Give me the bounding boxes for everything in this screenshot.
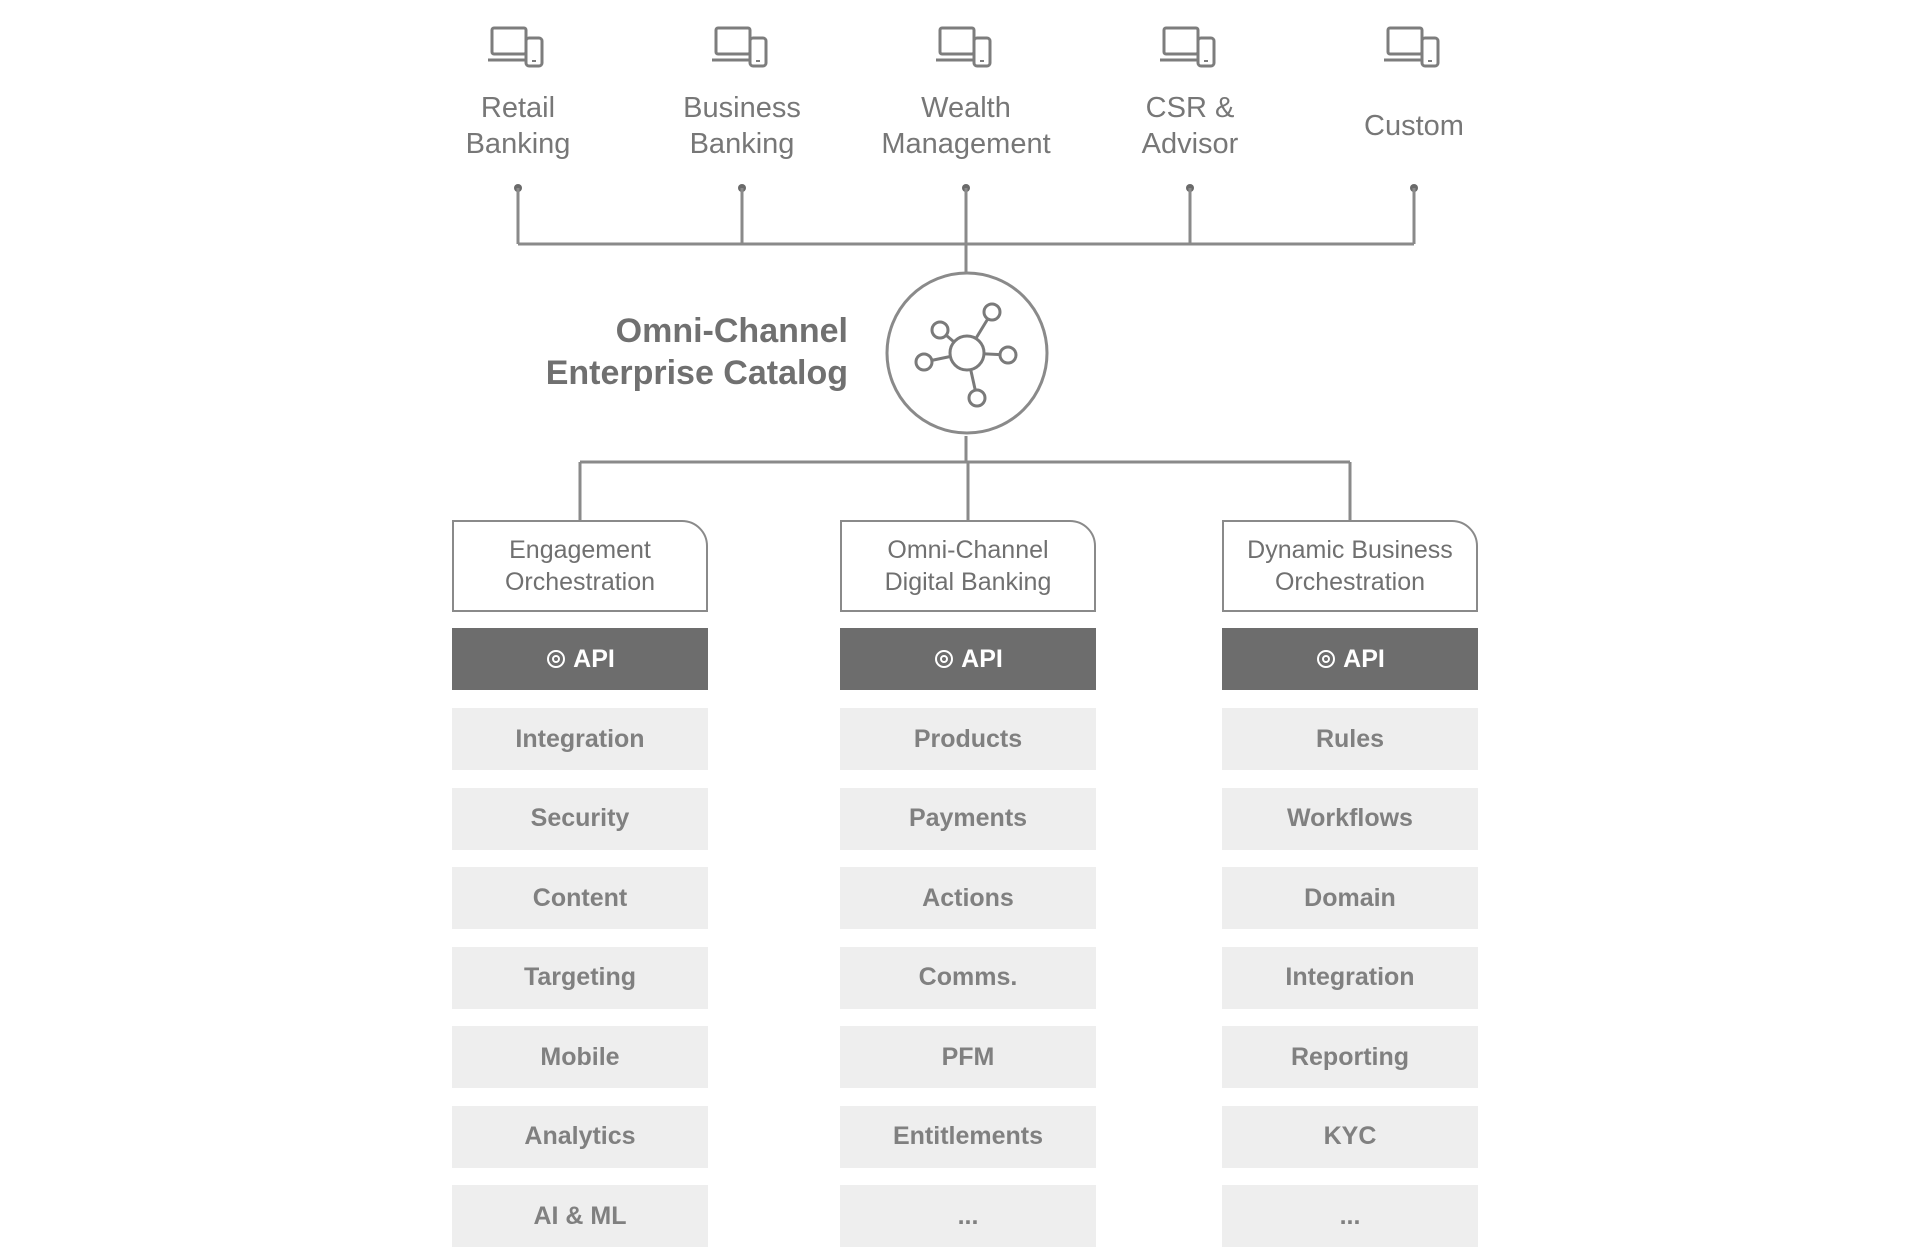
column-header: Dynamic Business Orchestration bbox=[1222, 520, 1478, 612]
service-item: Analytics bbox=[452, 1105, 708, 1168]
api-label: API bbox=[1343, 644, 1385, 673]
channel-2: Business Banking bbox=[642, 24, 842, 160]
service-item: Comms. bbox=[840, 946, 1096, 1009]
gear-icon bbox=[1317, 650, 1336, 668]
devices-icon bbox=[712, 26, 768, 68]
service-item: Integration bbox=[452, 708, 708, 770]
column-header: Engagement Orchestration bbox=[452, 520, 708, 612]
service-item: ... bbox=[840, 1185, 1096, 1247]
devices-icon bbox=[1384, 26, 1440, 68]
api-bar: API bbox=[452, 628, 708, 690]
service-item: Workflows bbox=[1222, 787, 1478, 850]
gear-icon bbox=[935, 650, 954, 668]
catalog-title: Omni-Channel Enterprise Catalog bbox=[448, 310, 848, 394]
channel-4: CSR & Advisor bbox=[1090, 24, 1290, 160]
api-label: API bbox=[961, 644, 1003, 673]
devices-icon bbox=[488, 26, 544, 68]
catalog-title-line1: Omni-Channel bbox=[615, 312, 848, 350]
catalog-title-line2: Enterprise Catalog bbox=[545, 354, 848, 392]
channel-3: Wealth Management bbox=[866, 24, 1066, 160]
service-item: KYC bbox=[1222, 1105, 1478, 1168]
service-item: Mobile bbox=[452, 1026, 708, 1088]
service-item: Targeting bbox=[452, 946, 708, 1009]
service-item: Actions bbox=[840, 867, 1096, 929]
column-header: Omni-Channel Digital Banking bbox=[840, 520, 1096, 612]
service-item: Domain bbox=[1222, 867, 1478, 929]
service-item: Payments bbox=[840, 787, 1096, 850]
service-item: ... bbox=[1222, 1185, 1478, 1247]
api-label: API bbox=[573, 644, 615, 673]
service-item: AI & ML bbox=[452, 1185, 708, 1247]
channel-label: Custom bbox=[1364, 110, 1464, 142]
channel-5: Custom bbox=[1314, 24, 1514, 142]
api-bar: API bbox=[840, 628, 1096, 690]
devices-icon bbox=[1160, 26, 1216, 68]
service-item: Entitlements bbox=[840, 1105, 1096, 1168]
service-item: Reporting bbox=[1222, 1026, 1478, 1088]
channel-1: Retail Banking bbox=[418, 24, 618, 160]
service-item: Integration bbox=[1222, 946, 1478, 1009]
service-item: Security bbox=[452, 787, 708, 850]
devices-icon bbox=[936, 26, 992, 68]
service-item: Content bbox=[452, 867, 708, 929]
service-item: Products bbox=[840, 708, 1096, 770]
service-item: PFM bbox=[840, 1026, 1096, 1088]
channel-label: Retail Banking bbox=[465, 92, 571, 160]
channel-label: Business Banking bbox=[683, 92, 801, 160]
api-bar: API bbox=[1222, 628, 1478, 690]
network-hub-icon bbox=[885, 271, 1049, 435]
gear-icon bbox=[547, 650, 566, 668]
channel-label: CSR & Advisor bbox=[1141, 92, 1239, 160]
channel-label: Wealth Management bbox=[881, 92, 1051, 160]
service-item: Rules bbox=[1222, 708, 1478, 770]
